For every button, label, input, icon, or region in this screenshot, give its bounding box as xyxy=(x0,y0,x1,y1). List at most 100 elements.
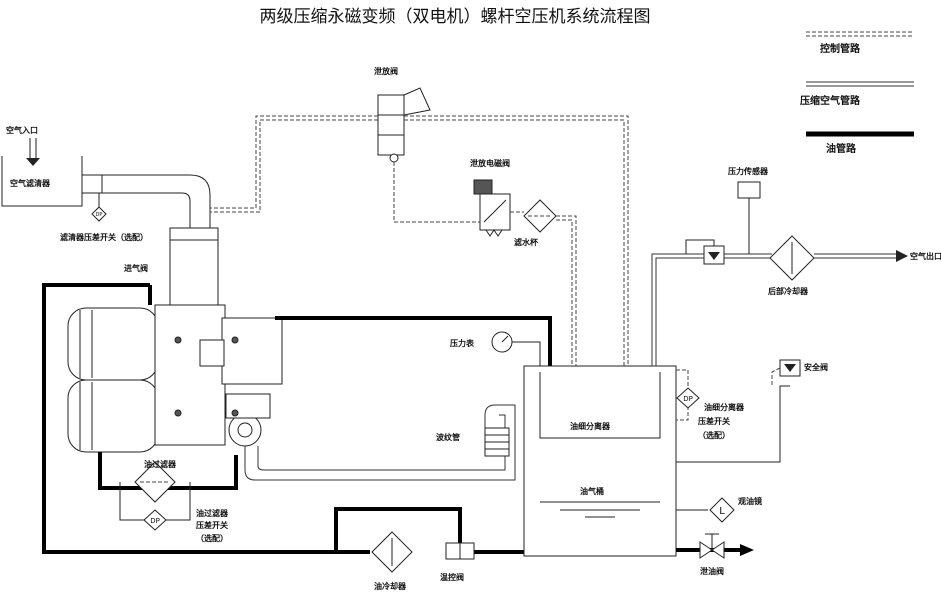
drain-arrow xyxy=(740,544,754,556)
fitting-1 xyxy=(174,336,182,344)
relief-valve-foot xyxy=(389,153,399,163)
relief-valve-icon xyxy=(377,94,405,156)
airend-body-2 xyxy=(221,317,283,385)
ctrl-line-5b xyxy=(556,219,573,366)
safety-valve-label: 安全阀 xyxy=(804,362,828,372)
solenoid-coil xyxy=(473,179,493,195)
oil-filter-dp-label-3: （选配） xyxy=(196,533,228,543)
outlet-pipe xyxy=(651,253,772,366)
pressure-gauge-needle xyxy=(501,335,509,343)
after-cooler-label: 后部冷却器 xyxy=(768,286,809,296)
relief-valve-group: 泄放阀 xyxy=(210,66,629,366)
relief-valve-label: 泄放阀 xyxy=(374,66,398,76)
separator-dp-label-2: 压差开关 xyxy=(698,416,730,426)
ctrl-line-3 xyxy=(393,162,480,223)
oil-line-bottom xyxy=(42,283,370,554)
separator-element xyxy=(539,372,661,439)
oil-gas-tank-group: 油细分离器 油气桶 xyxy=(523,365,677,557)
discharge-port-inner xyxy=(237,422,253,438)
relief-solenoid-icon xyxy=(479,193,511,231)
solenoid-spring xyxy=(485,229,503,237)
filter-dp-icon xyxy=(91,206,107,222)
oil-level-group: L 观油镜 xyxy=(676,496,762,523)
relief-solenoid-group: 泄放电磁阀 滤水杯 xyxy=(470,158,577,366)
oil-gas-tank-label: 油气桶 xyxy=(580,486,604,496)
oil-filter-group: 油过滤器 DP 油过滤器 压差开关 （选配） xyxy=(119,459,229,543)
ctrl-line-2 xyxy=(404,115,629,366)
intake-duct xyxy=(102,174,211,228)
discharge-piping: 波纹管 xyxy=(244,404,516,481)
relief-solenoid-label: 泄放电磁阀 xyxy=(470,158,510,168)
pressure-gauge-group: 压力表 xyxy=(450,331,541,370)
check-valve-bypass xyxy=(685,239,715,254)
air-outlet-arrow xyxy=(896,250,908,262)
safety-valve-spring xyxy=(771,367,781,386)
relief-valve-exhaust xyxy=(403,87,431,116)
oil-level-mark: L xyxy=(719,506,725,517)
intake-valve-group: 进气阀 xyxy=(124,227,219,307)
ctrl-line-1 xyxy=(210,115,378,209)
legend: 控制管路 压缩空气管路 油管路 xyxy=(800,31,914,155)
diagram-title: 两级压缩永磁变频（双电机）螺杆空压机系统流程图 xyxy=(260,7,651,27)
oil-level-icon xyxy=(709,497,735,523)
pressure-gauge-label: 压力表 xyxy=(450,338,475,348)
legend-air-label: 压缩空气管路 xyxy=(800,94,861,107)
legend-oil-label: 油管路 xyxy=(826,142,857,155)
airend-body xyxy=(154,304,226,446)
inlet-arrow-head xyxy=(26,158,40,166)
pressure-sensor-label: 压力传感器 xyxy=(728,166,769,176)
safety-valve-group: 安全阀 xyxy=(676,359,828,463)
fitting-3 xyxy=(174,409,182,417)
safety-valve-mark xyxy=(784,364,796,372)
oil-cooler-label: 油冷却器 xyxy=(374,581,407,591)
oil-level-label: 观油镜 xyxy=(738,496,762,506)
water-cup-label: 滤水杯 xyxy=(514,237,539,247)
legend-control-label: 控制管路 xyxy=(820,42,861,55)
oil-line-cooler xyxy=(334,507,462,552)
separator-dp-icon xyxy=(676,387,700,409)
air-outlet-label: 空气出口 xyxy=(910,251,941,261)
separator-dp-mark: DP xyxy=(683,395,693,403)
ctrl-line-5 xyxy=(556,215,577,366)
bellows-label: 波纹管 xyxy=(436,432,460,442)
oil-separator-label: 油细分离器 xyxy=(570,421,611,431)
pressure-sensor-icon xyxy=(737,181,761,199)
separator-dp-label-3: （选配） xyxy=(698,430,730,440)
airend-flange xyxy=(199,339,225,367)
filter-neck xyxy=(81,174,103,194)
drain-valve-label: 泄油阀 xyxy=(700,566,724,576)
filter-dp-label: 滤清器压差开关（选配） xyxy=(60,232,148,242)
separator-dp-label-1: 油细分离器 xyxy=(704,402,745,412)
thermo-valve-label: 温控阀 xyxy=(440,572,464,582)
oil-filter-dp-label-1: 油过滤器 xyxy=(196,508,229,518)
oil-gas-tank xyxy=(523,365,677,557)
oil-cooler-group: 油冷却器 温控阀 xyxy=(371,531,475,591)
filter-dp-mark: DP xyxy=(96,212,103,218)
ctrl-line-2b xyxy=(404,119,625,366)
air-filter-label: 空气滤清器 xyxy=(10,178,51,188)
separator-dp-group: DP 油细分离器 压差开关 （选配） xyxy=(676,369,745,440)
fitting-4 xyxy=(231,409,239,417)
safety-line xyxy=(676,385,790,463)
outlet-group: 压力传感器 后部冷却器 空气出口 xyxy=(651,166,941,366)
pressure-gauge-line xyxy=(512,341,541,370)
outlet-pipe-2 xyxy=(655,257,772,366)
solenoid-arrow xyxy=(483,199,507,223)
ctrl-line-1b xyxy=(210,119,378,213)
check-valve-mark xyxy=(708,252,720,260)
oil-filter-dp-label-2: 压差开关 xyxy=(196,520,228,530)
drain-valve-group: 泄油阀 xyxy=(676,533,754,576)
oil-filter-label: 油过滤器 xyxy=(144,459,177,469)
motor-upper xyxy=(67,307,159,381)
intake-valve-body xyxy=(169,227,219,307)
air-inlet-label: 空气入口 xyxy=(6,125,38,135)
air-inlet-group: 空气入口 空气滤清器 DP 滤清器压差开关（选配） xyxy=(1,125,211,242)
oil-filter-dp-mark: DP xyxy=(150,517,160,525)
motor-lower xyxy=(67,379,159,453)
fitting-2 xyxy=(231,336,239,344)
discharge-pipe xyxy=(244,404,516,481)
compressor-group xyxy=(67,304,283,453)
oil-filter-dp-icon xyxy=(143,509,167,531)
